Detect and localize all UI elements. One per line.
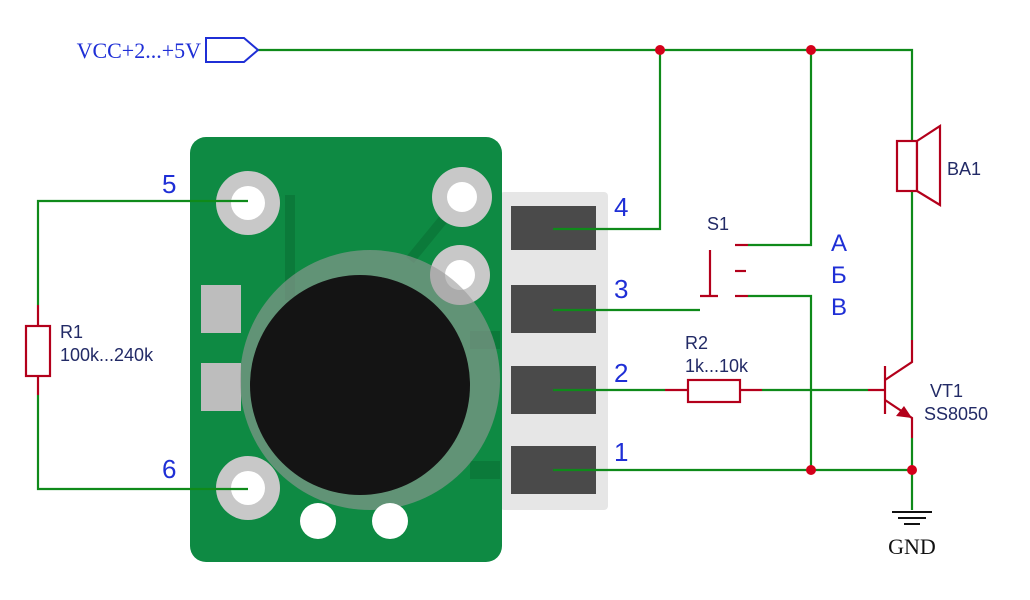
pin-label-6: 6 [162, 454, 176, 484]
sound-module-pcb [190, 137, 608, 562]
transistor-emitter [884, 399, 914, 438]
pin-label-1: 1 [614, 437, 628, 467]
r1-name: R1 [60, 322, 83, 342]
wire-switch-b [748, 294, 813, 470]
r2-name: R2 [685, 333, 708, 353]
speaker-cone [915, 123, 942, 207]
gnd-label: GND [888, 534, 936, 559]
speaker-body [895, 139, 919, 193]
switch-pos-a: А [831, 230, 847, 257]
resistor-r2: R2 1k...10k [685, 333, 749, 404]
pad-top-hole [447, 182, 477, 212]
wire-switch-a [748, 50, 813, 247]
wire-pin5-r1 [36, 199, 248, 305]
cob-blob [250, 275, 470, 495]
s1-name: S1 [707, 214, 729, 234]
r2-body [686, 378, 742, 404]
resistor-r1: R1 100k...240k [24, 322, 154, 378]
transistor-emitter-arrow [896, 406, 912, 418]
junction-node [806, 465, 816, 475]
pin-label-5: 5 [162, 169, 176, 199]
pin-label-4: 4 [614, 192, 628, 222]
vcc-port-flag [205, 37, 260, 63]
hole [300, 503, 336, 539]
junction-node [655, 45, 665, 55]
switch-pos-b: Б [831, 262, 847, 289]
ground-symbol: GND [888, 511, 936, 559]
smd-pad [201, 363, 241, 411]
hole [372, 503, 408, 539]
wire-pin4 [553, 50, 662, 231]
wires [36, 48, 914, 510]
switch-pos-c: В [831, 294, 847, 321]
vcc-port: VCC+2...+5V [77, 37, 260, 63]
pin-label-3: 3 [614, 274, 628, 304]
r1-body [24, 324, 52, 378]
vcc-label: VCC+2...+5V [77, 38, 202, 63]
connector-housing [500, 192, 608, 510]
r2-value: 1k...10k [685, 356, 749, 376]
vt1-name: VT1 [930, 381, 963, 401]
ba1-name: BA1 [947, 159, 981, 179]
junction-node [907, 465, 917, 475]
r1-value: 100k...240k [60, 345, 154, 365]
pad-5-hole [231, 186, 265, 220]
wire-pin6-r1 [36, 395, 248, 491]
junction-node [806, 45, 816, 55]
speaker-ba1: BA1 [895, 123, 981, 207]
smd-pad [201, 285, 241, 333]
pin-label-2: 2 [614, 358, 628, 388]
vt1-part: SS8050 [924, 404, 988, 424]
switch-s1: S1 А Б В [700, 214, 847, 321]
transistor-collector [884, 340, 914, 381]
transistor-vt1: VT1 SS8050 [868, 340, 988, 438]
wire-vcc [258, 48, 914, 140]
